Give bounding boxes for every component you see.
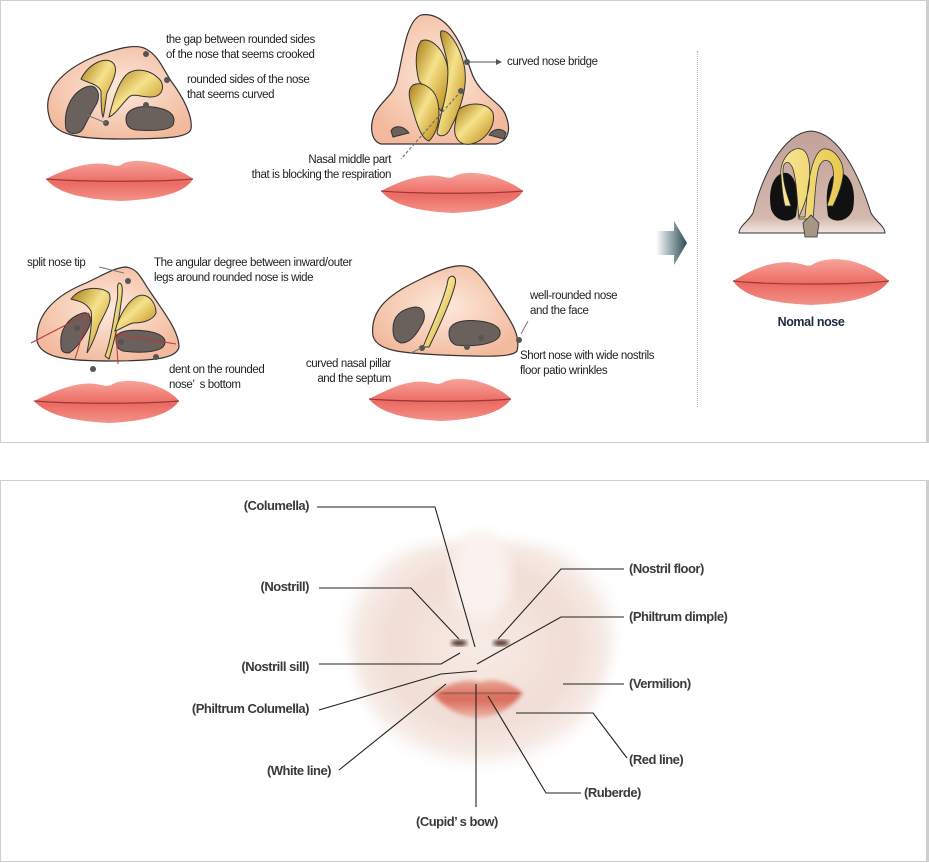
label-nostril: (Nostrill)	[260, 579, 310, 594]
short-nose-illustration	[368, 265, 529, 421]
face-anatomy-illustration	[317, 506, 628, 807]
label-text: split nose tip	[27, 257, 86, 269]
nose-problems-panel: the gap between rounded sides of the nos…	[0, 0, 929, 443]
lip-anatomy-panel: (Columella) (Nostrill) (Nostrill sill) (…	[0, 480, 929, 862]
label-split-nose-tip: split nose tip	[27, 256, 86, 271]
split-tip-illustration	[30, 266, 180, 423]
label-text: The angular degree between inward/outer …	[154, 257, 352, 284]
label-text: Short nose with wide nostrils floor pati…	[520, 350, 655, 377]
label-text: curved nasal pillar and the septum	[305, 358, 391, 385]
curved-bridge-illustration	[371, 14, 524, 213]
label-curved-nose-bridge: curved nose bridge	[507, 55, 598, 70]
label-gap-rounded-sides: the gap between rounded sides of the nos…	[166, 33, 315, 63]
label-rounded-sides-curved: rounded sides of the nose that seems cur…	[187, 73, 310, 103]
leader-philtrum-columella	[318, 670, 478, 711]
label-nostril-sill: (Nostrill sill)	[241, 659, 309, 674]
leader-nostril	[319, 587, 460, 640]
leader-ruberde	[487, 695, 581, 794]
label-curved-nasal-pillar: curved nasal pillar and the septum	[289, 357, 391, 387]
leader-nostril-floor	[497, 568, 624, 640]
nose-illustrations	[30, 14, 890, 423]
normal-nose-caption: Nomal nose	[777, 315, 845, 329]
arrow-right-icon	[656, 221, 687, 265]
leader-red-line	[516, 712, 628, 759]
label-text: well-rounded nose and the face	[530, 290, 618, 317]
leader-columella	[317, 506, 476, 648]
leader-nostril-sill	[319, 652, 461, 665]
label-red-line: (Red line)	[629, 752, 684, 767]
crooked-nose-illustration	[45, 45, 194, 201]
label-ruberde: (Ruberde)	[584, 785, 641, 800]
label-short-nose: Short nose with wide nostrils floor pati…	[520, 349, 655, 379]
label-dent-nose-bottom: dent on the rounded nose’ s bottom	[169, 363, 265, 393]
label-angular-degree: The angular degree between inward/outer …	[154, 256, 352, 286]
label-white-line: (White line)	[266, 763, 332, 778]
label-text: the gap between rounded sides of the nos…	[166, 34, 315, 61]
face-image	[345, 531, 617, 774]
normal-nose-illustration	[732, 130, 890, 305]
label-philtrum-columella: (Philtrum Columella)	[191, 701, 310, 716]
label-cupids-bow: (Cupid’ s bow)	[416, 814, 498, 829]
divider-dotted	[697, 51, 698, 407]
label-text: Nasal middle part that is blocking the r…	[251, 154, 392, 181]
label-text: rounded sides of the nose that seems cur…	[187, 74, 310, 101]
label-nostril-floor: (Nostril floor)	[629, 561, 704, 576]
leader-philtrum-dimple	[476, 616, 624, 665]
label-nasal-middle-part: Nasal middle part that is blocking the r…	[247, 153, 392, 183]
label-text: dent on the rounded nose’ s bottom	[169, 364, 265, 391]
label-columella: (Columella)	[243, 498, 310, 513]
label-philtrum-dimple: (Philtrum dimple)	[629, 609, 728, 624]
label-vermilion: (Vermilion)	[629, 676, 691, 691]
label-well-rounded-nose: well-rounded nose and the face	[530, 289, 618, 319]
leader-white-line	[338, 683, 447, 771]
label-text: curved nose bridge	[507, 56, 598, 68]
